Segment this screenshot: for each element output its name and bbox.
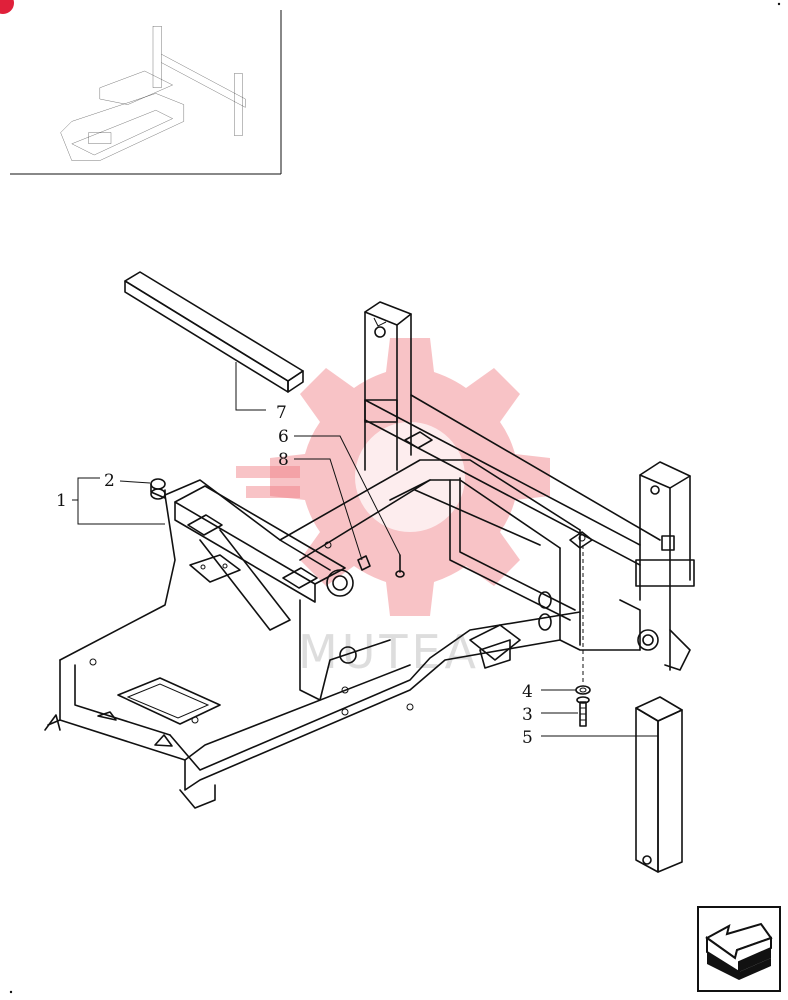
callout-1[interactable]: 1 (56, 491, 67, 511)
previous-page-button[interactable] (697, 906, 781, 992)
part-bar[interactable] (124, 271, 304, 393)
callout-8[interactable]: 8 (278, 450, 289, 470)
arrow-left-icon (705, 922, 773, 980)
watermark-text: MUTEA (298, 625, 480, 679)
corner-badge (0, 0, 14, 14)
corner-dot (9, 990, 13, 994)
watermark-gear-icon (236, 338, 550, 616)
part-bolt[interactable] (576, 696, 590, 727)
callout-4[interactable]: 4 (522, 682, 533, 702)
part-screw-small[interactable] (395, 554, 405, 578)
callout-5[interactable]: 5 (522, 728, 533, 748)
callout-7[interactable]: 7 (276, 403, 287, 423)
part-bolt-small[interactable] (324, 541, 371, 571)
part-post[interactable] (635, 696, 683, 873)
callout-6[interactable]: 6 (278, 427, 289, 447)
part-washer[interactable] (575, 685, 591, 695)
callout-2[interactable]: 2 (104, 471, 115, 491)
overview-thumbnail (10, 10, 282, 175)
callout-3[interactable]: 3 (522, 705, 533, 725)
leader-lines (72, 362, 658, 737)
main-frame (44, 301, 695, 809)
corner-dot (777, 2, 781, 6)
part-bushing[interactable] (150, 478, 166, 500)
